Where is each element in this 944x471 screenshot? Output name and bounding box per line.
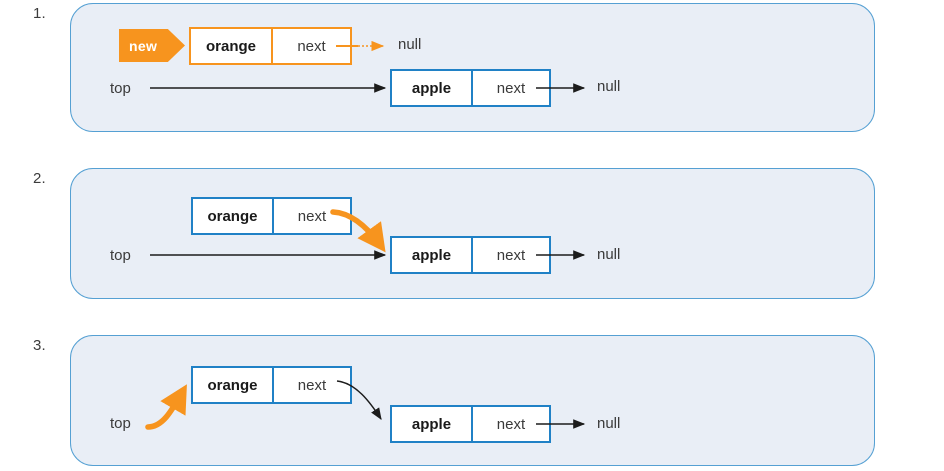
step-2-node-orange-next: next (297, 207, 327, 225)
step-1-node-apple: apple next (390, 69, 551, 107)
step-1-null-apple: null (597, 78, 621, 95)
step-1-node-orange: orange next (189, 27, 352, 65)
step-3-node-apple-data: apple (392, 407, 473, 441)
step-1-panel (70, 3, 875, 132)
step-1-node-apple-data: apple (392, 71, 473, 105)
step-2-node-apple-next: next (496, 246, 526, 264)
step-1-top-label: top (110, 80, 131, 97)
step-3-node-apple-next: next (496, 415, 526, 433)
step-2-top-label: top (110, 247, 131, 264)
step-1-node-orange-data: orange (191, 29, 273, 63)
step-2-node-apple: apple next (390, 236, 551, 274)
step-3-node-orange: orange next (191, 366, 352, 404)
step-3-number: 3. (33, 337, 46, 354)
step-3-node-orange-next: next (297, 376, 327, 394)
step-2-null-apple: null (597, 246, 621, 263)
step-3-null-apple: null (597, 415, 621, 432)
step-3-node-orange-data: orange (193, 368, 274, 402)
new-tag-label: new (129, 37, 158, 54)
step-1-null-orange: null (398, 36, 422, 53)
step-3-node-apple: apple next (390, 405, 551, 443)
step-2-node-apple-data: apple (392, 238, 473, 272)
step-2-number: 2. (33, 170, 46, 187)
step-2-node-orange-data: orange (193, 199, 274, 233)
step-1-number: 1. (33, 5, 46, 22)
step-3-top-label: top (110, 415, 131, 432)
step-1-node-orange-next: next (297, 37, 326, 55)
step-2-node-orange: orange next (191, 197, 352, 235)
step-1-node-apple-next: next (496, 79, 526, 97)
